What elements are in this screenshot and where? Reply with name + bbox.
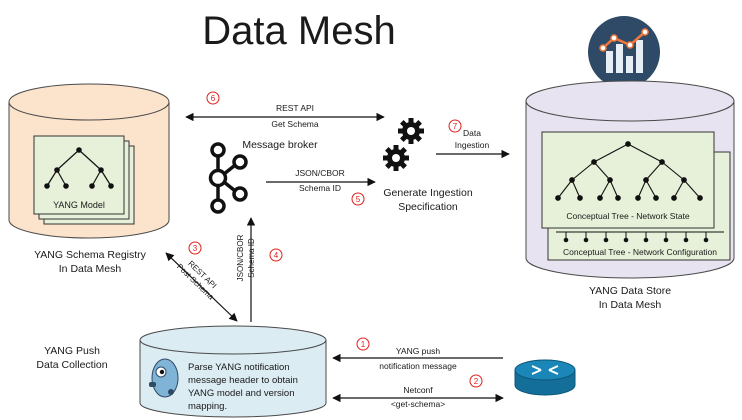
edge-7-label-line2: Ingestion xyxy=(455,140,490,150)
step-2-badge xyxy=(469,374,483,388)
step-1-number: 1 xyxy=(361,340,366,349)
edge-1-label-line2: notification message xyxy=(379,361,457,371)
edge-5-label-line1: JSON/CBOR xyxy=(295,168,345,178)
registry-label-line1: YANG Schema Registry xyxy=(34,249,147,261)
step-7-number: 7 xyxy=(453,122,458,131)
step-6-badge xyxy=(206,91,220,105)
ingestion-spec-label-line1: Generate Ingestion xyxy=(383,187,472,199)
step-4-badge xyxy=(269,248,283,262)
step-3-badge xyxy=(188,241,202,255)
edge-4-label-line1: JSON/CBOR xyxy=(236,234,245,281)
store-label-line2: In Data Mesh xyxy=(599,299,662,311)
robot-mascot-icon xyxy=(149,358,179,398)
edge-5-label-line2: Schema ID xyxy=(299,183,341,193)
edge-2-netconf: Netconf <get-schema> 2 xyxy=(332,374,504,409)
edge-5-json-cbor: JSON/CBOR Schema ID 5 xyxy=(266,168,376,206)
state-tree-diagram xyxy=(555,141,703,201)
edge-4-label-line2: Schema ID xyxy=(247,238,256,278)
tree-config-label: Conceptual Tree - Network Configuration xyxy=(563,247,717,257)
edge-6-label-line1: REST API xyxy=(276,103,314,113)
broker-label: Message broker xyxy=(242,139,318,151)
parse-text-line3: YANG model and version xyxy=(188,388,295,399)
step-2-number: 2 xyxy=(474,377,479,386)
parse-text-line2: message header to obtain xyxy=(188,375,298,386)
edge-2-label-line1: Netconf xyxy=(403,385,433,395)
config-tree-leaves xyxy=(556,231,724,243)
yang-model-tree-icon xyxy=(44,147,114,189)
data-store-cylinder: Conceptual Tree - Network Configuration … xyxy=(525,80,735,279)
schema-registry-cylinder: YANG Model xyxy=(8,83,170,239)
push-label-line1: YANG Push xyxy=(44,345,100,357)
step-6-number: 6 xyxy=(211,94,216,103)
page-title: Data Mesh xyxy=(202,9,395,53)
ingestion-spec-label-line2: Specification xyxy=(398,201,458,213)
edge-1-yang-push: YANG push notification message 1 xyxy=(332,337,503,371)
bar-chart-analytics-icon xyxy=(588,16,660,88)
parse-text-line1: Parse YANG notification xyxy=(188,362,290,373)
push-label-line2: Data Collection xyxy=(36,359,107,371)
edge-6-rest-get-schema: REST API Get Schema 6 xyxy=(185,91,385,129)
edge-7-label-line1: Data xyxy=(463,128,481,138)
step-4-number: 4 xyxy=(274,251,279,260)
edge-3-rest-post-schema: REST API Post Schema 3 xyxy=(165,241,238,322)
store-label-line1: YANG Data Store xyxy=(589,285,671,297)
gears-icon xyxy=(383,118,424,171)
edge-6-label-line2: Get Schema xyxy=(271,119,319,129)
edge-7-data-ingestion: Data Ingestion 7 xyxy=(436,119,510,159)
router-icon xyxy=(514,359,576,396)
tree-state-label: Conceptual Tree - Network State xyxy=(566,211,690,221)
push-collection-cylinder xyxy=(139,325,327,418)
registry-label-line2: In Data Mesh xyxy=(59,263,122,275)
kafka-icon xyxy=(208,142,248,214)
step-5-number: 5 xyxy=(356,195,361,204)
step-5-badge xyxy=(351,192,365,206)
edge-1-label-line1: YANG push xyxy=(396,346,441,356)
step-7-badge xyxy=(448,119,462,133)
edge-2-label-line2: <get-schema> xyxy=(391,399,445,409)
edge-4-json-cbor: JSON/CBOR Schema ID 4 xyxy=(236,217,283,322)
step-1-badge xyxy=(356,337,370,351)
yang-model-label: YANG Model xyxy=(53,200,105,210)
parse-text-line4: mapping. xyxy=(188,401,227,412)
step-3-number: 3 xyxy=(193,244,198,253)
